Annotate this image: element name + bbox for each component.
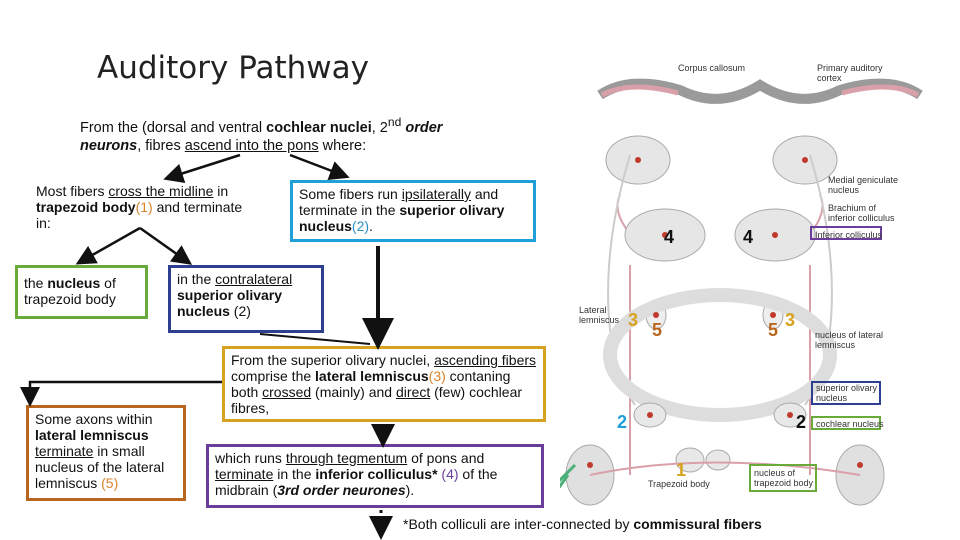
intro-sup: nd <box>387 115 402 129</box>
text: and terminate in: <box>36 199 243 231</box>
text: in small nucleus of the lateral lemniscu… <box>35 443 165 491</box>
text: in the <box>177 271 216 287</box>
text: crossed <box>262 384 312 400</box>
arrow <box>139 226 193 265</box>
label-inferior-colliculus: Inferior colliculus <box>815 230 883 240</box>
label-primary-cortex: Primary auditory cortex <box>817 63 883 83</box>
number-4-left: 4 <box>664 227 675 247</box>
intro-part: ascend into the pons <box>184 137 319 154</box>
label-cochlear-nucleus: cochlear nucleus <box>816 419 884 429</box>
arrow <box>289 153 350 180</box>
text: nucleus <box>47 275 101 291</box>
text: (mainly) and <box>311 384 396 400</box>
text: (2) <box>229 303 251 319</box>
text: of the midbrain ( <box>215 466 498 498</box>
text: terminate <box>215 466 274 482</box>
number-3-left: 3 <box>628 310 639 330</box>
text: inferior colliculus* <box>315 466 438 482</box>
intro-part: , fibres <box>137 137 185 154</box>
number: (4) <box>437 466 459 482</box>
box-trapezoid-nucleus: the nucleus of trapezoid body <box>15 265 148 319</box>
text: From the superior olivary nuclei, <box>231 352 435 368</box>
number: (1) <box>135 199 153 215</box>
text: ipsilaterally <box>401 186 471 202</box>
text: contralateral <box>215 271 293 287</box>
text: and terminate in the <box>299 186 499 218</box>
text: of trapezoid body <box>24 275 116 307</box>
arrow <box>163 153 241 183</box>
text: lateral lemniscus <box>35 427 149 443</box>
box-lateral-lemniscus: From the superior olivary nuclei, ascend… <box>222 346 546 422</box>
text: Some axons within <box>35 411 153 427</box>
box-contralateral: in the contralateral superior olivary nu… <box>168 265 324 333</box>
text: through tegmentum <box>285 450 408 466</box>
box-axons: Some axons within lateral lemniscus term… <box>26 405 186 501</box>
number-5-right: 5 <box>768 320 779 340</box>
arrow <box>75 226 141 265</box>
text: in the <box>273 466 316 482</box>
text: cross the midline <box>108 183 214 199</box>
text: comprise the <box>231 368 316 384</box>
number-2-right: 2 <box>796 412 807 432</box>
text: contaning both <box>231 368 511 400</box>
diagram-drawing <box>560 78 923 506</box>
anatomy-diagram: Corpus callosum Primary auditory cortex … <box>560 55 960 515</box>
intro-part: From the (dorsal and ventral <box>80 119 267 136</box>
label-trapezoid-body: Trapezoid body <box>648 479 710 489</box>
text: . <box>369 218 373 234</box>
text: *Both colliculi are inter-connected by <box>403 516 634 532</box>
text: terminate <box>35 443 94 459</box>
label-brachium: Brachium of inferior colliculus <box>828 203 895 223</box>
number: (2) <box>351 218 370 234</box>
number-4-right: 4 <box>743 227 754 247</box>
label-mgn: Medial geniculate nucleus <box>828 175 899 195</box>
box-ipsilateral: Some fibers run ipsilaterally and termin… <box>290 180 536 242</box>
footnote: *Both colliculi are inter-connected by c… <box>403 516 762 532</box>
text: 3rd order neurones <box>277 482 406 498</box>
text: in <box>213 183 229 199</box>
number-5-left: 5 <box>652 320 663 340</box>
label-nucleus-ll: nucleus of lateral lemniscus <box>815 330 884 350</box>
text: Some fibers run <box>299 186 402 202</box>
text: the <box>24 275 48 291</box>
text: commissural fibers <box>633 516 762 532</box>
label-nucleus-trapezoid: nucleus of trapezoid body <box>754 468 814 488</box>
box-cross-midline: Most fibers cross the midline in trapezo… <box>30 180 260 234</box>
label-superior-olivary: superior olivary nucleus <box>816 383 878 403</box>
intro-part: where: <box>318 137 367 154</box>
text: ascending fibers <box>434 352 537 368</box>
intro-part: order neurons <box>80 119 443 154</box>
number-2-left: 2 <box>617 412 628 432</box>
text: which runs <box>215 450 286 466</box>
number: (5) <box>101 475 119 491</box>
text: lateral lemniscus <box>315 368 429 384</box>
text: of pons and <box>407 450 485 466</box>
text: superior olivary nucleus <box>177 287 283 319</box>
text: trapezoid body <box>36 199 136 215</box>
text: direct <box>395 384 431 400</box>
label-lateral-lemniscus: Lateral lemniscus <box>579 305 620 325</box>
number-3-right: 3 <box>785 310 796 330</box>
arrow <box>259 333 371 345</box>
box-inferior-colliculus: which runs through tegmentum of pons and… <box>206 444 544 508</box>
number-1: 1 <box>676 460 687 480</box>
text: ). <box>405 482 415 498</box>
label-corpus-callosum: Corpus callosum <box>678 63 746 73</box>
intro-part: cochlear nuclei <box>266 119 372 136</box>
text: superior olivary nucleus <box>299 202 505 234</box>
intro-text: From the (dorsal and ventral cochlear nu… <box>80 113 500 155</box>
number: (3) <box>428 368 446 384</box>
intro-part: , 2 <box>371 119 388 136</box>
arrow <box>20 380 222 407</box>
page-title: Auditory Pathway <box>97 50 370 86</box>
text: (few) cochlear fibres, <box>231 384 523 416</box>
text: Most fibers <box>36 183 109 199</box>
